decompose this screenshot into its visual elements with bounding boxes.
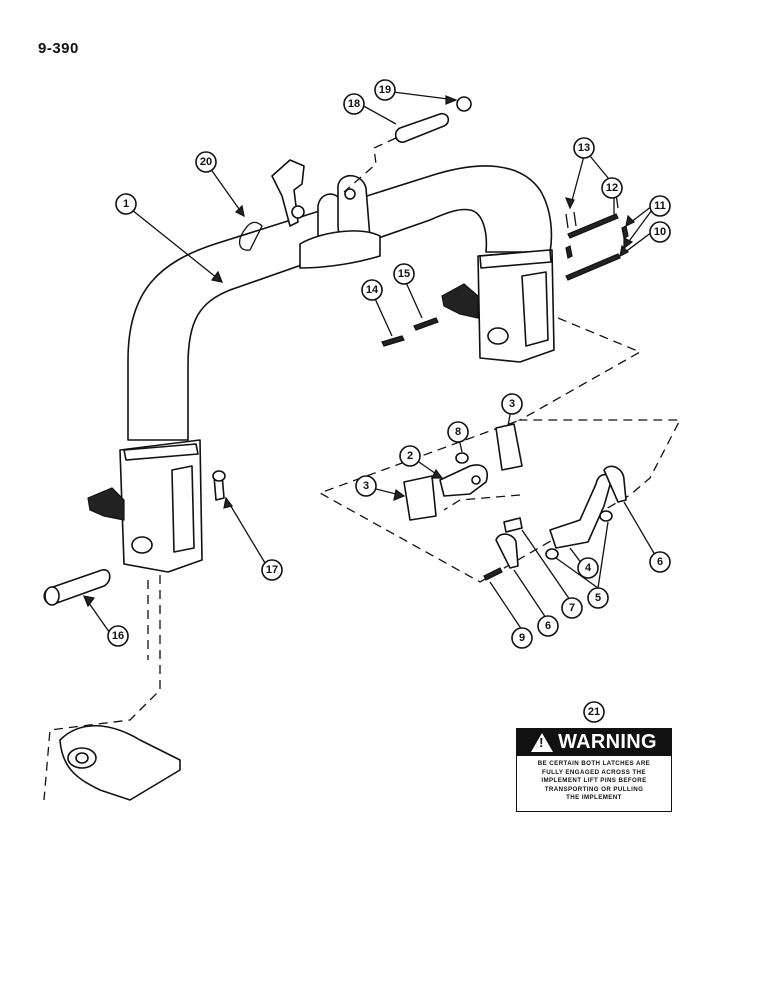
warning-line: BE CERTAIN BOTH LATCHES ARE — [537, 760, 651, 767]
callout-11: 11 — [649, 195, 671, 217]
callout-20: 20 — [195, 151, 217, 173]
svg-text:17: 17 — [266, 564, 278, 576]
svg-text:15: 15 — [398, 268, 410, 280]
spring-pin-14 — [381, 335, 405, 347]
warning-header: ! WARNING — [517, 729, 671, 756]
snap-ring-19 — [456, 96, 472, 112]
warning-line: FULLY ENGAGED ACROSS THE — [542, 768, 646, 776]
callout-7: 7 — [561, 597, 583, 619]
callout-10: 10 — [649, 221, 671, 243]
svg-text:13: 13 — [578, 142, 590, 154]
callout-3a: 3 — [501, 393, 523, 415]
callout-9: 9 — [511, 627, 533, 649]
exclamation-triangle-icon: ! — [531, 733, 554, 752]
svg-text:1: 1 — [123, 198, 129, 210]
svg-text:5: 5 — [595, 592, 601, 604]
svg-text:6: 6 — [657, 556, 663, 568]
svg-text:3: 3 — [509, 398, 515, 410]
latch-group-outline — [318, 317, 682, 583]
warning-line: TRANSPORTING OR PULLING — [544, 785, 644, 793]
latch-assembly — [403, 423, 627, 581]
svg-text:10: 10 — [654, 226, 666, 238]
svg-text:3: 3 — [363, 480, 369, 492]
svg-text:11: 11 — [654, 200, 666, 212]
warning-decal: ! WARNING BE CERTAIN BOTH LATCHES ARE FU… — [516, 728, 672, 812]
callout-19: 19 — [374, 79, 396, 101]
svg-text:20: 20 — [200, 156, 212, 168]
callout-14: 14 — [361, 279, 383, 301]
svg-text:16: 16 — [112, 630, 124, 642]
hitch-frame — [87, 159, 555, 573]
callout-21: 21 — [583, 701, 605, 723]
svg-text:7: 7 — [569, 602, 575, 614]
svg-text:21: 21 — [588, 706, 600, 718]
pin-10 — [565, 253, 621, 281]
warning-line: THE IMPLEMENT — [566, 794, 622, 802]
callout-8: 8 — [447, 421, 469, 443]
callout-15: 15 — [393, 263, 415, 285]
svg-text:2: 2 — [407, 450, 413, 462]
callout-6b: 6 — [537, 615, 559, 637]
latch-plate-left — [403, 475, 437, 521]
svg-text:4: 4 — [585, 562, 592, 574]
lower-link-arm — [59, 724, 181, 801]
linkage-ref-line — [43, 575, 161, 801]
latch-hook — [549, 473, 613, 549]
svg-text:19: 19 — [379, 84, 391, 96]
warning-line: IMPLEMENT LIFT PINS BEFORE — [541, 777, 647, 785]
spring-pin-15 — [413, 317, 439, 331]
svg-text:18: 18 — [348, 98, 360, 110]
warning-text: BE CERTAIN BOTH LATCHES ARE FULLY ENGAGE… — [517, 756, 671, 803]
warning-heading: WARNING — [558, 731, 657, 753]
hair-pin-20 — [239, 221, 263, 251]
callout-1: 1 — [115, 193, 137, 215]
latch-plate-right — [495, 423, 523, 471]
svg-text:8: 8 — [455, 426, 461, 438]
latch-body — [439, 464, 488, 497]
svg-text:12: 12 — [606, 182, 618, 194]
callout-4: 4 — [577, 557, 599, 579]
callout-18: 18 — [343, 93, 365, 115]
callout-2: 2 — [399, 445, 421, 467]
callout-3b: 3 — [355, 475, 377, 497]
callout-16: 16 — [107, 625, 129, 647]
callout-13: 13 — [573, 137, 595, 159]
pin-18 — [394, 112, 450, 143]
pin-12 — [567, 213, 619, 239]
callout-5: 5 — [587, 587, 609, 609]
svg-text:6: 6 — [545, 620, 551, 632]
callout-6a: 6 — [649, 551, 671, 573]
cotter-13a — [565, 211, 577, 229]
callout-17: 17 — [261, 559, 283, 581]
svg-text:9: 9 — [519, 632, 525, 644]
callout-12: 12 — [601, 177, 623, 199]
page-number: 9-390 — [38, 40, 79, 57]
leader-lines — [83, 91, 659, 637]
svg-text:14: 14 — [366, 284, 379, 296]
